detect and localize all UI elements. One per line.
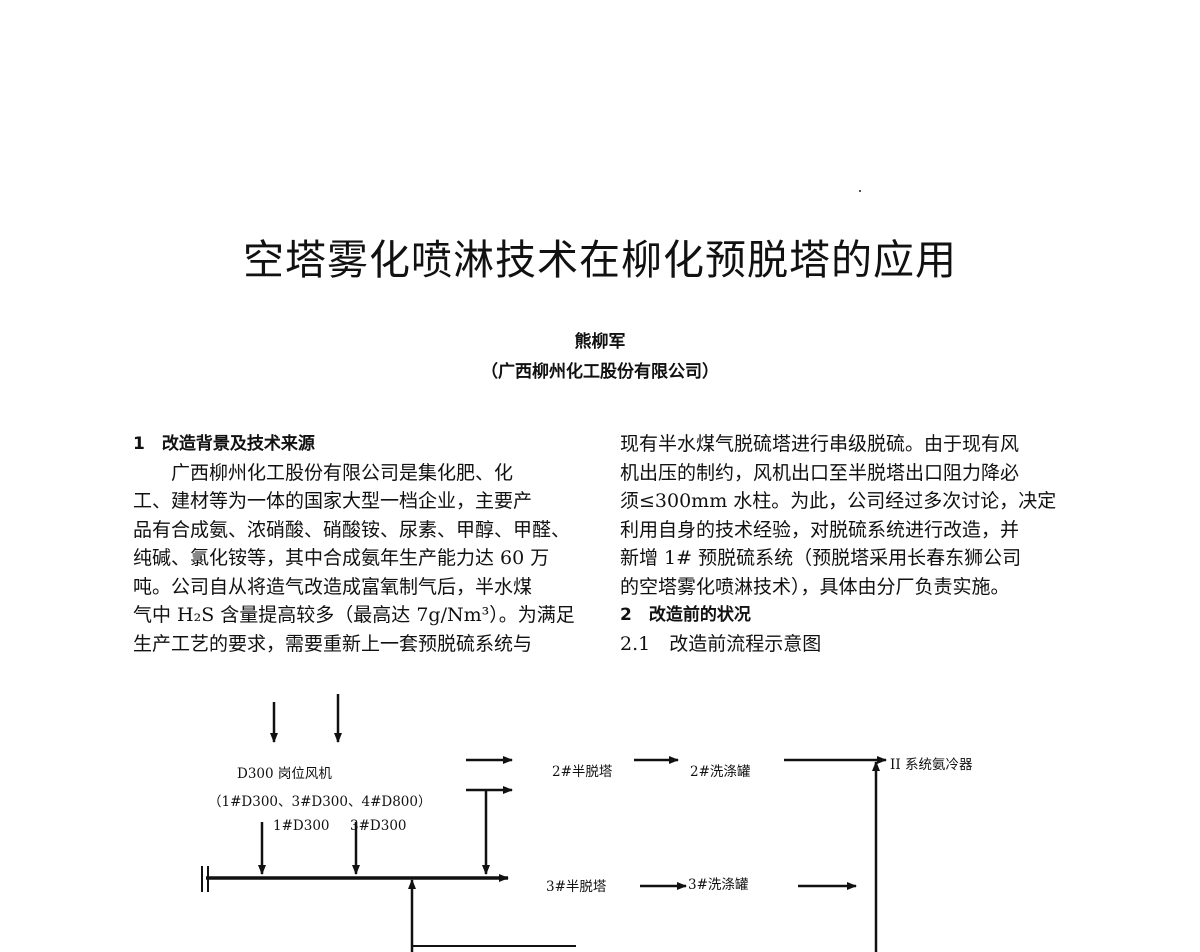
- body-line: 新增 1# 预脱硫系统（预脱塔采用长春东狮公司: [620, 547, 1022, 569]
- paper-title: 空塔雾化喷淋技术在柳化预脱塔的应用: [243, 236, 957, 284]
- author-name: 熊柳军: [574, 332, 626, 352]
- body-line: 气中 H₂S 含量提高较多（最高达 7g/Nm³）。为满足: [133, 604, 575, 626]
- right-column: 现有半水煤气脱硫塔进行串级脱硫。由于现有风 机出压的制约，风机出口至半脱塔出口阻…: [620, 430, 1070, 658]
- body-line: 机出压的制约，风机出口至半脱塔出口阻力降必: [620, 461, 1020, 484]
- author-affiliation: （广西柳州化工股份有限公司）: [481, 362, 719, 382]
- body-line: 的空塔雾化喷淋技术），具体由分厂负责实施。: [620, 575, 1010, 598]
- fan-label: D300 岗位风机: [237, 766, 332, 782]
- body-line: 广西柳州化工股份有限公司是集化肥、化: [133, 461, 514, 484]
- body-line: 现有半水煤气脱硫塔进行串级脱硫。由于现有风: [620, 433, 1020, 455]
- body-line: 利用自身的技术经验，对脱硫系统进行改造，并: [620, 518, 1020, 541]
- left-column: 1 改造背景及技术来源 广西柳州化工股份有限公司是集化肥、化 工、建材等为一体的…: [133, 430, 583, 658]
- body-line: 工、建材等为一体的国家大型一档企业，主要产: [133, 490, 533, 512]
- wash-3-label: 3#洗涤罐: [688, 877, 749, 893]
- process-flow-diagram: [201, 694, 887, 952]
- subsection-2-1-heading: 2.1 改造前流程示意图: [620, 632, 822, 655]
- body-line: 须≤300mm 水柱。为此，公司经过多次讨论，决定: [620, 490, 1057, 512]
- fan-1-label: 1#D300: [273, 818, 330, 834]
- section-2-heading: 2 改造前的状况: [620, 605, 751, 625]
- body-line: 品有合成氨、浓硝酸、硝酸铵、尿素、甲醇、甲醛、: [133, 518, 571, 541]
- tower-2-label: 2#半脱塔: [552, 764, 613, 780]
- section-1-heading: 1 改造背景及技术来源: [133, 434, 315, 454]
- fan-models-label: （1#D300、3#D300、4#D800）: [208, 794, 432, 810]
- body-line: 吨。公司自从将造气改造成富氧制气后，半水煤: [133, 575, 533, 598]
- wash-2-label: 2#洗涤罐: [690, 764, 751, 780]
- body-line: 生产工艺的要求，需要重新上一套预脱硫系统与: [133, 632, 533, 655]
- fan-3-label: 3#D300: [350, 818, 407, 834]
- body-line: 纯碱、氯化铵等，其中合成氨年生产能力达 60 万: [133, 547, 550, 569]
- tower-3-label: 3#半脱塔: [546, 879, 607, 895]
- cooler-label: II 系统氨冷器: [890, 757, 973, 773]
- scan-speck: [859, 190, 861, 192]
